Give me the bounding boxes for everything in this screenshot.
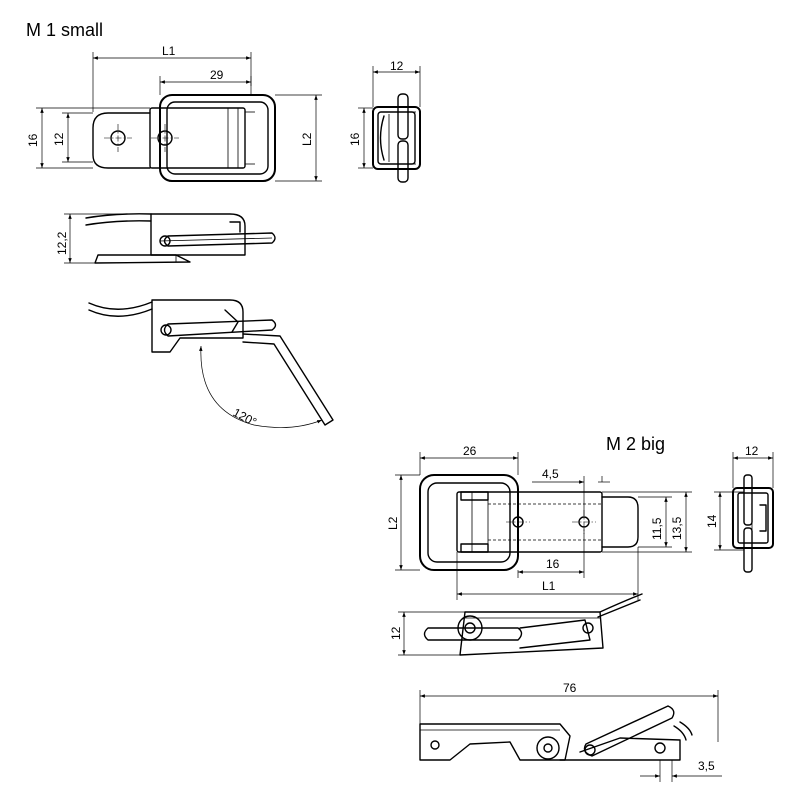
m2-dim-13-5: 13,5 xyxy=(670,516,684,540)
m2-end-dim-14: 14 xyxy=(705,514,719,528)
m2-front-closed: 12 xyxy=(389,593,643,656)
m1-end-dim-16: 16 xyxy=(348,132,362,146)
m2-dim-3-5: 3,5 xyxy=(698,759,715,773)
m2-dim-76: 76 xyxy=(563,681,577,695)
m1-dim-16: 16 xyxy=(26,133,40,147)
m2-dim-26: 26 xyxy=(463,444,477,458)
m1-front-closed: 12,2 xyxy=(55,213,276,264)
m2-dim-16: 16 xyxy=(546,557,560,571)
m1-dim-l1: L1 xyxy=(162,44,176,58)
m1-dim-angle: 120° xyxy=(231,405,260,429)
m1-dim-29: 29 xyxy=(210,68,224,82)
m1-title: M 1 small xyxy=(26,20,103,40)
m2-title: M 2 big xyxy=(606,434,665,454)
m2-dim-11-5: 11,5 xyxy=(650,517,664,540)
m1-end-view: 12 16 xyxy=(348,59,421,183)
m2-dim-l2: L2 xyxy=(386,516,400,530)
m2-dim-4-5: 4,5 xyxy=(542,467,559,481)
m1-dim-12: 12 xyxy=(52,132,66,146)
m1-top-view: L1 29 16 12 L2 xyxy=(26,44,322,182)
m1-dim-12-2: 12,2 xyxy=(55,231,69,255)
m2-dim-l1: L1 xyxy=(542,579,556,593)
m2-dim-12: 12 xyxy=(389,626,403,640)
m2-end-view: 12 14 xyxy=(705,444,774,573)
m2-top-view: 26 4,5 11,5 13,5 L2 16 L1 xyxy=(386,444,692,600)
m1-front-open: 120° xyxy=(88,299,334,429)
m2-end-dim-12: 12 xyxy=(745,444,759,458)
m2-front-open: 76 3,5 xyxy=(419,681,722,782)
m1-end-dim-12: 12 xyxy=(390,59,404,73)
m1-dim-l2: L2 xyxy=(300,132,314,146)
